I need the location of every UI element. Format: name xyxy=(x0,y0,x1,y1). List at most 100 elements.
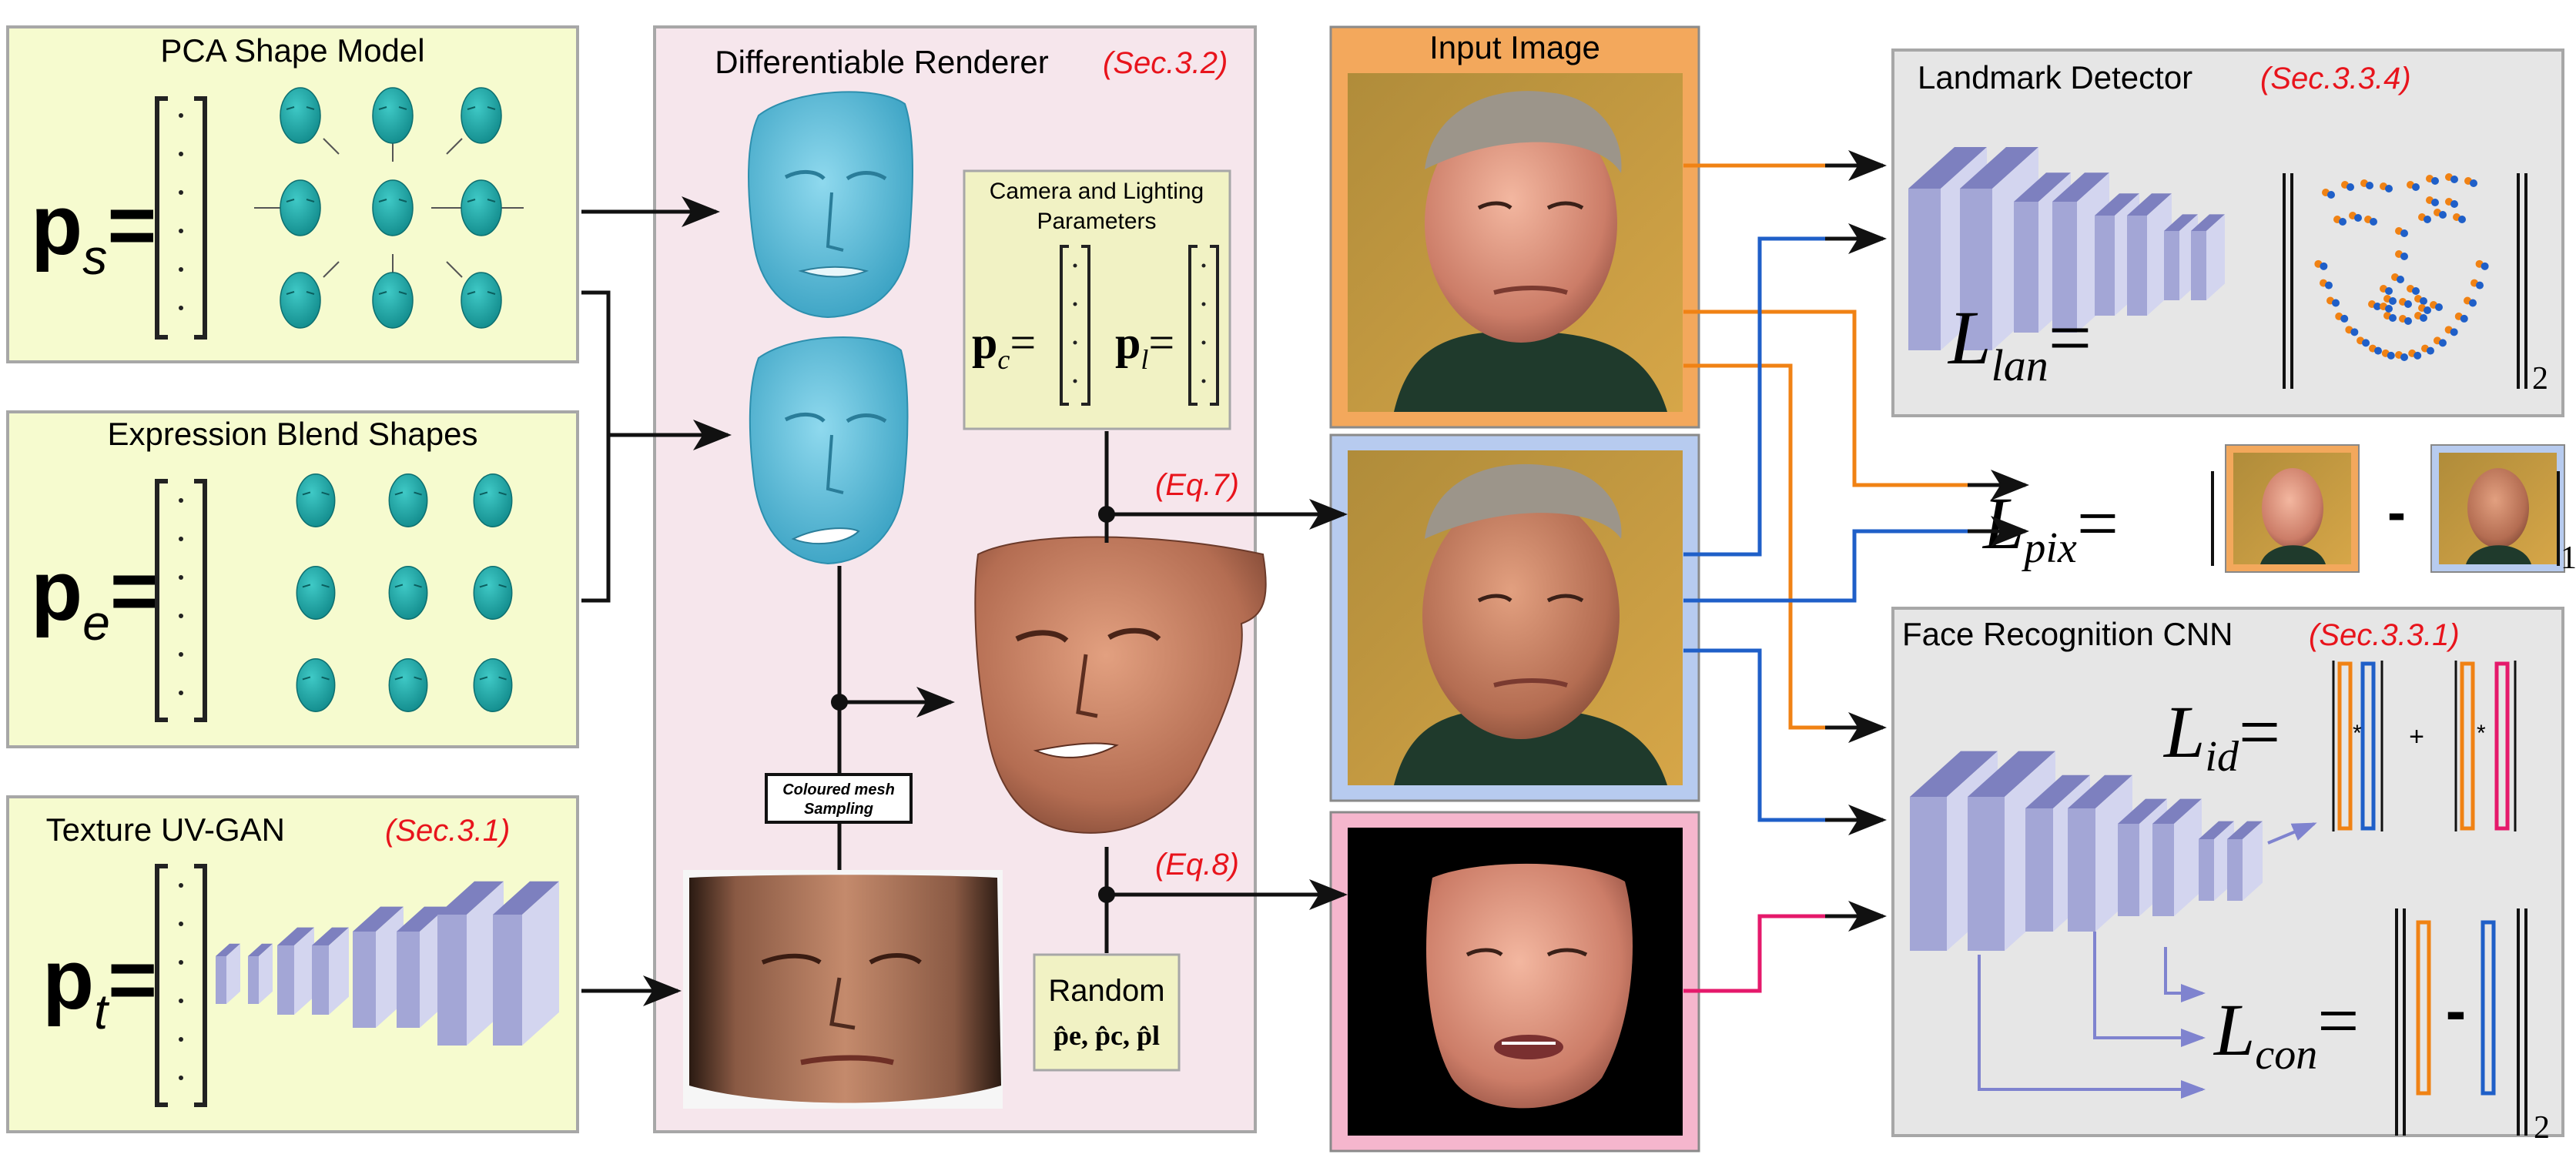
camera-lighting-box: Camera and Lighting Parameters pc= pl= xyxy=(963,169,1231,430)
consistency-norm-sub: 2 xyxy=(2534,1110,2550,1146)
mesh-head xyxy=(473,658,513,712)
camera-vector-brackets xyxy=(1060,245,1219,406)
landmark-point-projected xyxy=(2435,303,2443,311)
landmark-point-projected xyxy=(2385,185,2393,192)
landmark-point-projected xyxy=(2470,179,2477,187)
landmark-detector-panel: Landmark Detector (Sec.3.3.4) Llan= 2 xyxy=(1891,49,2564,417)
landmark-point-projected xyxy=(2400,229,2408,237)
mesh-head xyxy=(372,87,414,144)
mesh-head xyxy=(296,658,336,712)
landmark-point-projected xyxy=(2476,281,2484,289)
random-params: p̂e, p̂c, p̂l xyxy=(1054,1020,1160,1051)
texture-vector-dots xyxy=(179,883,183,1080)
blue-connectors xyxy=(1683,236,1971,822)
landmark-norm-sub: 2 xyxy=(2532,361,2548,396)
recognition-title: Face Recognition CNN xyxy=(1902,616,2233,652)
mesh-head xyxy=(388,473,428,527)
texture-param-label: pt= xyxy=(42,932,157,1039)
recognition-ref: (Sec.3.3.1) xyxy=(2309,618,2460,652)
landmark-point-projected xyxy=(2404,317,2412,325)
mesh-head xyxy=(473,566,513,620)
landmark-point-projected xyxy=(2450,328,2458,336)
renderer-title: Differentiable Renderer xyxy=(715,44,1048,80)
landmark-title: Landmark Detector xyxy=(1918,59,2192,95)
landmark-point-projected xyxy=(2426,346,2434,355)
landmark-point-projected xyxy=(2414,351,2422,360)
landmark-point-projected xyxy=(2385,287,2393,295)
landmark-point-projected xyxy=(2327,191,2335,199)
landmark-points xyxy=(2314,173,2489,361)
mesh-head xyxy=(280,87,321,144)
expression-param-label: pe= xyxy=(31,544,159,651)
consistency-loss: Lcon= xyxy=(2213,979,2359,1079)
shape-param-label: ps= xyxy=(31,178,156,285)
landmark-point-projected xyxy=(2397,276,2404,283)
landmark-point-projected xyxy=(2400,253,2408,260)
landmark-point-projected xyxy=(2460,314,2468,323)
consistency-minus: - xyxy=(2446,976,2467,1045)
landmark-point-projected xyxy=(2412,287,2420,295)
mesh-head xyxy=(372,179,414,236)
mesh-head xyxy=(461,272,502,329)
landmark-point-projected xyxy=(2320,262,2328,270)
gan-layer xyxy=(248,943,273,1004)
texture-title: Texture UV-GAN xyxy=(46,811,285,848)
landmark-point-projected xyxy=(2424,216,2431,223)
landmark-point-projected xyxy=(2354,214,2362,222)
coloured-mesh-sampling-box: Coloured mesh Sampling xyxy=(765,773,913,824)
mesh-head xyxy=(461,179,502,236)
input-arrows xyxy=(1825,150,2029,932)
landmark-point-projected xyxy=(2431,199,2439,206)
random-params-box: Random p̂e, p̂c, p̂l xyxy=(1033,953,1181,1072)
expression-panel: Expression Blend Shapes pe= xyxy=(6,410,579,748)
uv-gan-generator xyxy=(216,881,559,1046)
landmark-point-projected xyxy=(2468,299,2477,307)
pixel-minus: - xyxy=(2387,482,2406,544)
input-image-frame: Input Image xyxy=(1329,25,1700,429)
landmark-point-projected xyxy=(2420,297,2427,305)
landmark-point-projected xyxy=(2366,182,2373,189)
black-connectors xyxy=(581,196,1348,1006)
landmark-point-projected xyxy=(2385,305,2393,313)
landmark-point-projected xyxy=(2420,314,2427,322)
identity-star-1: * xyxy=(2353,721,2362,746)
pixel-input-thumb xyxy=(2225,444,2360,573)
lighting-param-label: pl= xyxy=(1115,317,1174,375)
landmark-point-projected xyxy=(2350,328,2359,336)
landmark-point-projected xyxy=(2389,297,2397,305)
input-face xyxy=(1425,104,1617,343)
landmark-point-projected xyxy=(2387,351,2395,360)
orange-connectors xyxy=(1683,163,1971,730)
landmark-cnn xyxy=(1908,147,2225,350)
expression-heads-grid xyxy=(296,473,513,712)
landmark-norm-bars xyxy=(2283,173,2527,389)
gan-layer xyxy=(493,881,559,1046)
landmark-point-projected xyxy=(2412,183,2420,191)
landmark-point-projected xyxy=(2439,211,2447,219)
renderer-panel: Differentiable Renderer (Sec.3.2) Camera… xyxy=(653,25,1267,1133)
mesh-head xyxy=(280,272,321,329)
mesh-head xyxy=(388,658,428,712)
rendered-overlay-frame xyxy=(1329,433,1700,802)
landmark-point-projected xyxy=(2438,339,2447,347)
pixel-loss: Lpix= xyxy=(1981,482,2119,572)
shape-vector-bracket xyxy=(155,96,207,340)
mesh-head xyxy=(296,473,336,527)
renderer-ref: (Sec.3.2) xyxy=(1103,46,1228,80)
identity-loss: Lid= xyxy=(2162,691,2280,781)
landmark-point-projected xyxy=(2324,281,2333,289)
pixel-render-thumb xyxy=(2430,444,2565,573)
identity-plus: + xyxy=(2409,722,2424,751)
landmark-point-projected xyxy=(2458,216,2466,223)
mesh-head xyxy=(461,87,502,144)
consistency-loss-vectors xyxy=(2395,908,2527,1136)
landmark-point-projected xyxy=(2340,314,2349,323)
recognition-layer xyxy=(2227,821,2263,901)
camera-title-line2: Parameters xyxy=(1037,209,1156,234)
landmark-point-projected xyxy=(2424,306,2431,314)
mesh-head xyxy=(280,179,321,236)
landmark-point-projected xyxy=(2450,200,2458,208)
random-title: Random xyxy=(1048,974,1164,1008)
shape-model-title: PCA Shape Model xyxy=(160,32,424,69)
